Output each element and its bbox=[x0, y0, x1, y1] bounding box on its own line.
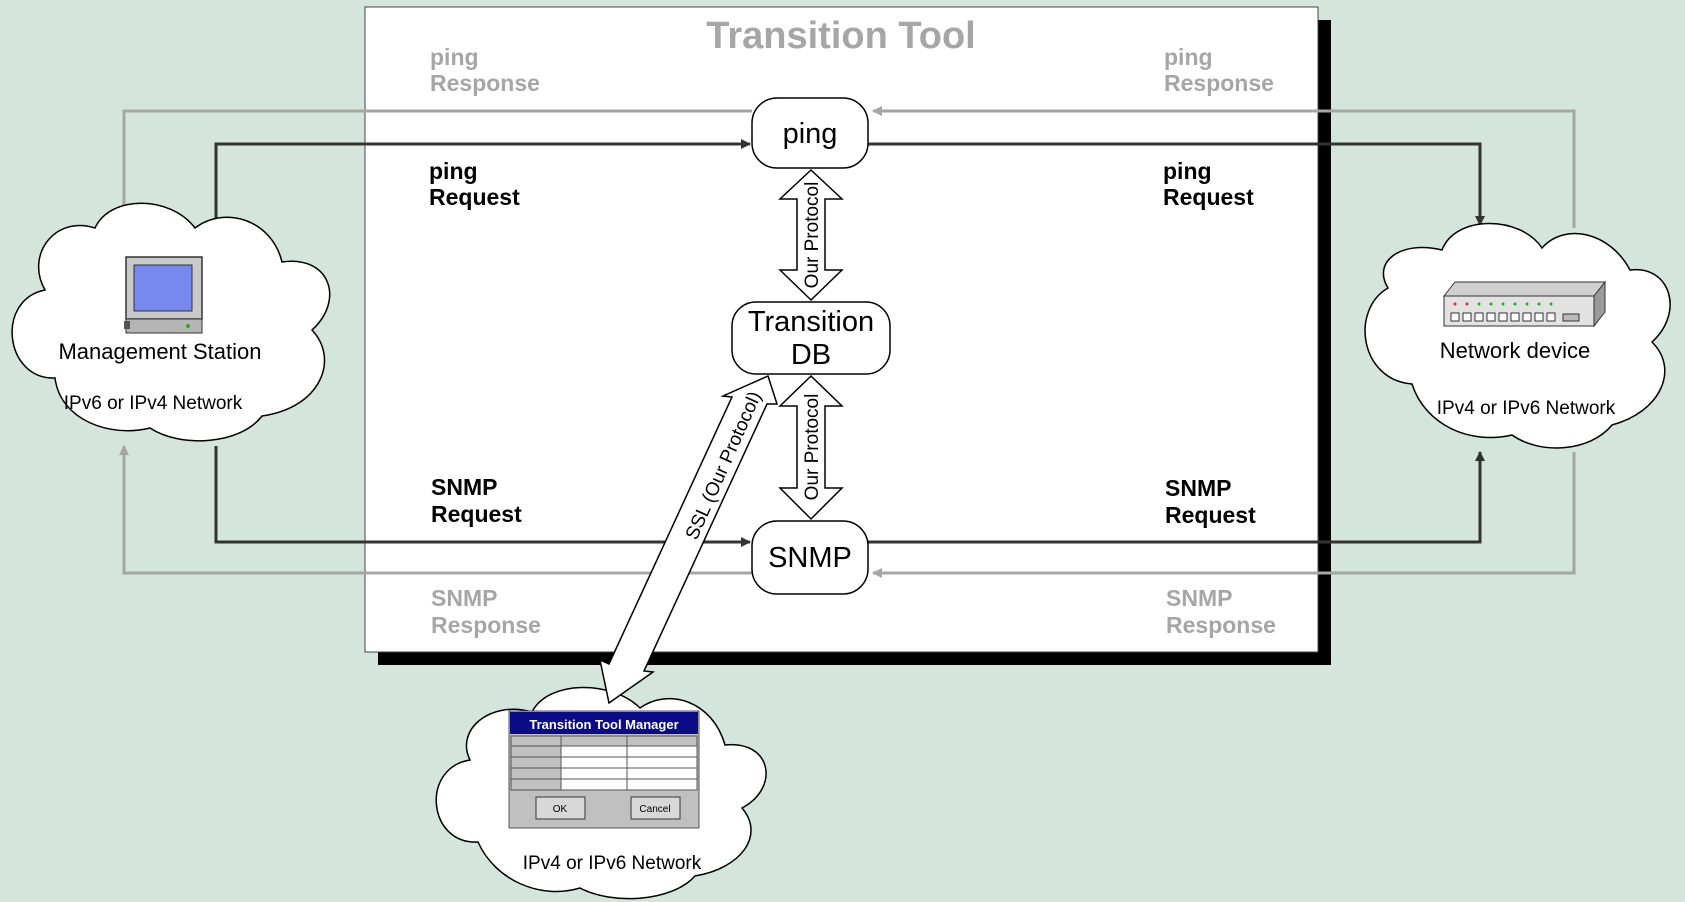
port bbox=[1534, 312, 1544, 322]
snmp-node-box bbox=[751, 520, 869, 595]
right-cloud bbox=[1364, 222, 1671, 449]
port-led bbox=[1513, 302, 1517, 306]
db-node-label-line1: Transition bbox=[748, 306, 874, 338]
snmp-response-left-line2: Response bbox=[431, 612, 541, 638]
left-network-label: IPv6 or IPv4 Network bbox=[64, 393, 243, 414]
request-lines bbox=[214, 139, 1485, 547]
device-top bbox=[1442, 281, 1607, 297]
ping-response-label-right: ping Response bbox=[1164, 44, 1274, 96]
port-led bbox=[1453, 302, 1457, 306]
protocol-arrows bbox=[598, 168, 844, 705]
panel-title: Transition Tool bbox=[706, 15, 976, 57]
network-device-label: Network device bbox=[1440, 338, 1590, 363]
lower-protocol-label: Our Protocol bbox=[802, 394, 823, 501]
manager-table bbox=[510, 735, 698, 791]
console-port bbox=[1562, 313, 1580, 322]
db-node-label-line2: DB bbox=[791, 339, 831, 371]
response-lines bbox=[119, 106, 1576, 578]
computer-icon bbox=[124, 256, 203, 334]
port bbox=[1498, 312, 1508, 322]
lower-protocol-arrow bbox=[778, 374, 844, 521]
ping-node-box bbox=[751, 97, 869, 169]
ping-response-left-line1: ping bbox=[430, 44, 479, 70]
snmp-request-right-line1: SNMP bbox=[1165, 475, 1231, 501]
manager-titlebar bbox=[510, 712, 698, 734]
upper-protocol-arrow bbox=[778, 168, 844, 302]
snmp-request-line-left bbox=[214, 446, 751, 547]
snmp-request-label-right: SNMP Request bbox=[1165, 475, 1256, 528]
snmp-request-right-line2: Request bbox=[1165, 502, 1256, 528]
snmp-request-left-line1: SNMP bbox=[431, 474, 497, 500]
port-led bbox=[1489, 302, 1493, 306]
port bbox=[1546, 312, 1556, 322]
manager-window: Transition Tool Manager OK Cancel bbox=[508, 710, 700, 829]
ping-node: ping bbox=[751, 97, 869, 169]
snmp-response-line-left bbox=[119, 445, 752, 575]
ping-request-right-line2: Request bbox=[1163, 184, 1254, 210]
snmp-response-left-line1: SNMP bbox=[431, 585, 497, 611]
right-network-label: IPv4 or IPv6 Network bbox=[1437, 398, 1616, 419]
snmp-response-label-right: SNMP Response bbox=[1166, 585, 1276, 638]
ping-request-right-line1: ping bbox=[1163, 158, 1212, 184]
db-node: Transition DB bbox=[731, 301, 891, 375]
snmp-response-label-left: SNMP Response bbox=[431, 585, 541, 638]
ssl-protocol-arrow bbox=[598, 374, 779, 705]
ping-request-line-right bbox=[868, 142, 1485, 226]
port-led bbox=[1477, 302, 1481, 306]
ping-request-label-left: ping Request bbox=[429, 158, 520, 210]
snmp-request-line-right bbox=[868, 451, 1485, 544]
port bbox=[1510, 312, 1520, 322]
cancel-button-label[interactable]: Cancel bbox=[639, 804, 670, 815]
monitor-screen bbox=[133, 264, 193, 312]
snmp-node: SNMP bbox=[751, 520, 869, 595]
power-led bbox=[186, 324, 190, 328]
ping-response-line-left bbox=[119, 109, 752, 217]
computer-drive bbox=[124, 321, 130, 329]
network-device-icon bbox=[1442, 280, 1607, 328]
port-led bbox=[1525, 302, 1529, 306]
ping-node-label: ping bbox=[783, 118, 838, 150]
ping-response-line-right bbox=[872, 106, 1576, 228]
port-led bbox=[1465, 302, 1469, 306]
device-side bbox=[1593, 280, 1606, 328]
port bbox=[1486, 312, 1496, 322]
port bbox=[1462, 312, 1472, 322]
snmp-response-right-line1: SNMP bbox=[1166, 585, 1232, 611]
port bbox=[1522, 312, 1532, 322]
port bbox=[1450, 312, 1460, 322]
snmp-request-label-left: SNMP Request bbox=[431, 474, 522, 527]
ping-request-left-line2: Request bbox=[429, 184, 520, 210]
manager-ok-button[interactable]: OK bbox=[535, 796, 586, 820]
port-led bbox=[1537, 302, 1541, 306]
ok-button-frame[interactable] bbox=[535, 796, 586, 820]
cancel-button-frame[interactable] bbox=[630, 796, 681, 820]
ping-response-right-line2: Response bbox=[1164, 70, 1274, 96]
bottom-network-label: IPv4 or IPv6 Network bbox=[523, 853, 702, 874]
manager-title: Transition Tool Manager bbox=[529, 717, 678, 732]
ping-request-left-line1: ping bbox=[429, 158, 478, 184]
manager-cancel-button[interactable]: Cancel bbox=[630, 796, 681, 820]
ok-button-label[interactable]: OK bbox=[553, 804, 568, 815]
port-led bbox=[1501, 302, 1505, 306]
port-led bbox=[1549, 302, 1553, 306]
ping-response-left-line2: Response bbox=[430, 70, 540, 96]
ping-response-label-left: ping Response bbox=[430, 44, 540, 96]
snmp-node-label: SNMP bbox=[768, 542, 852, 574]
management-station-label: Management Station bbox=[58, 339, 261, 364]
db-node-box bbox=[731, 301, 891, 375]
manager-table-header bbox=[510, 735, 698, 747]
computer-base bbox=[125, 318, 203, 334]
port bbox=[1474, 312, 1484, 322]
ping-request-label-right: ping Request bbox=[1163, 158, 1254, 210]
snmp-response-right-line2: Response bbox=[1166, 612, 1276, 638]
snmp-request-left-line2: Request bbox=[431, 501, 522, 527]
snmp-response-line-right bbox=[872, 452, 1576, 578]
upper-protocol-label: Our Protocol bbox=[802, 182, 823, 289]
device-ports bbox=[1450, 302, 1580, 322]
ping-response-right-line1: ping bbox=[1164, 44, 1213, 70]
